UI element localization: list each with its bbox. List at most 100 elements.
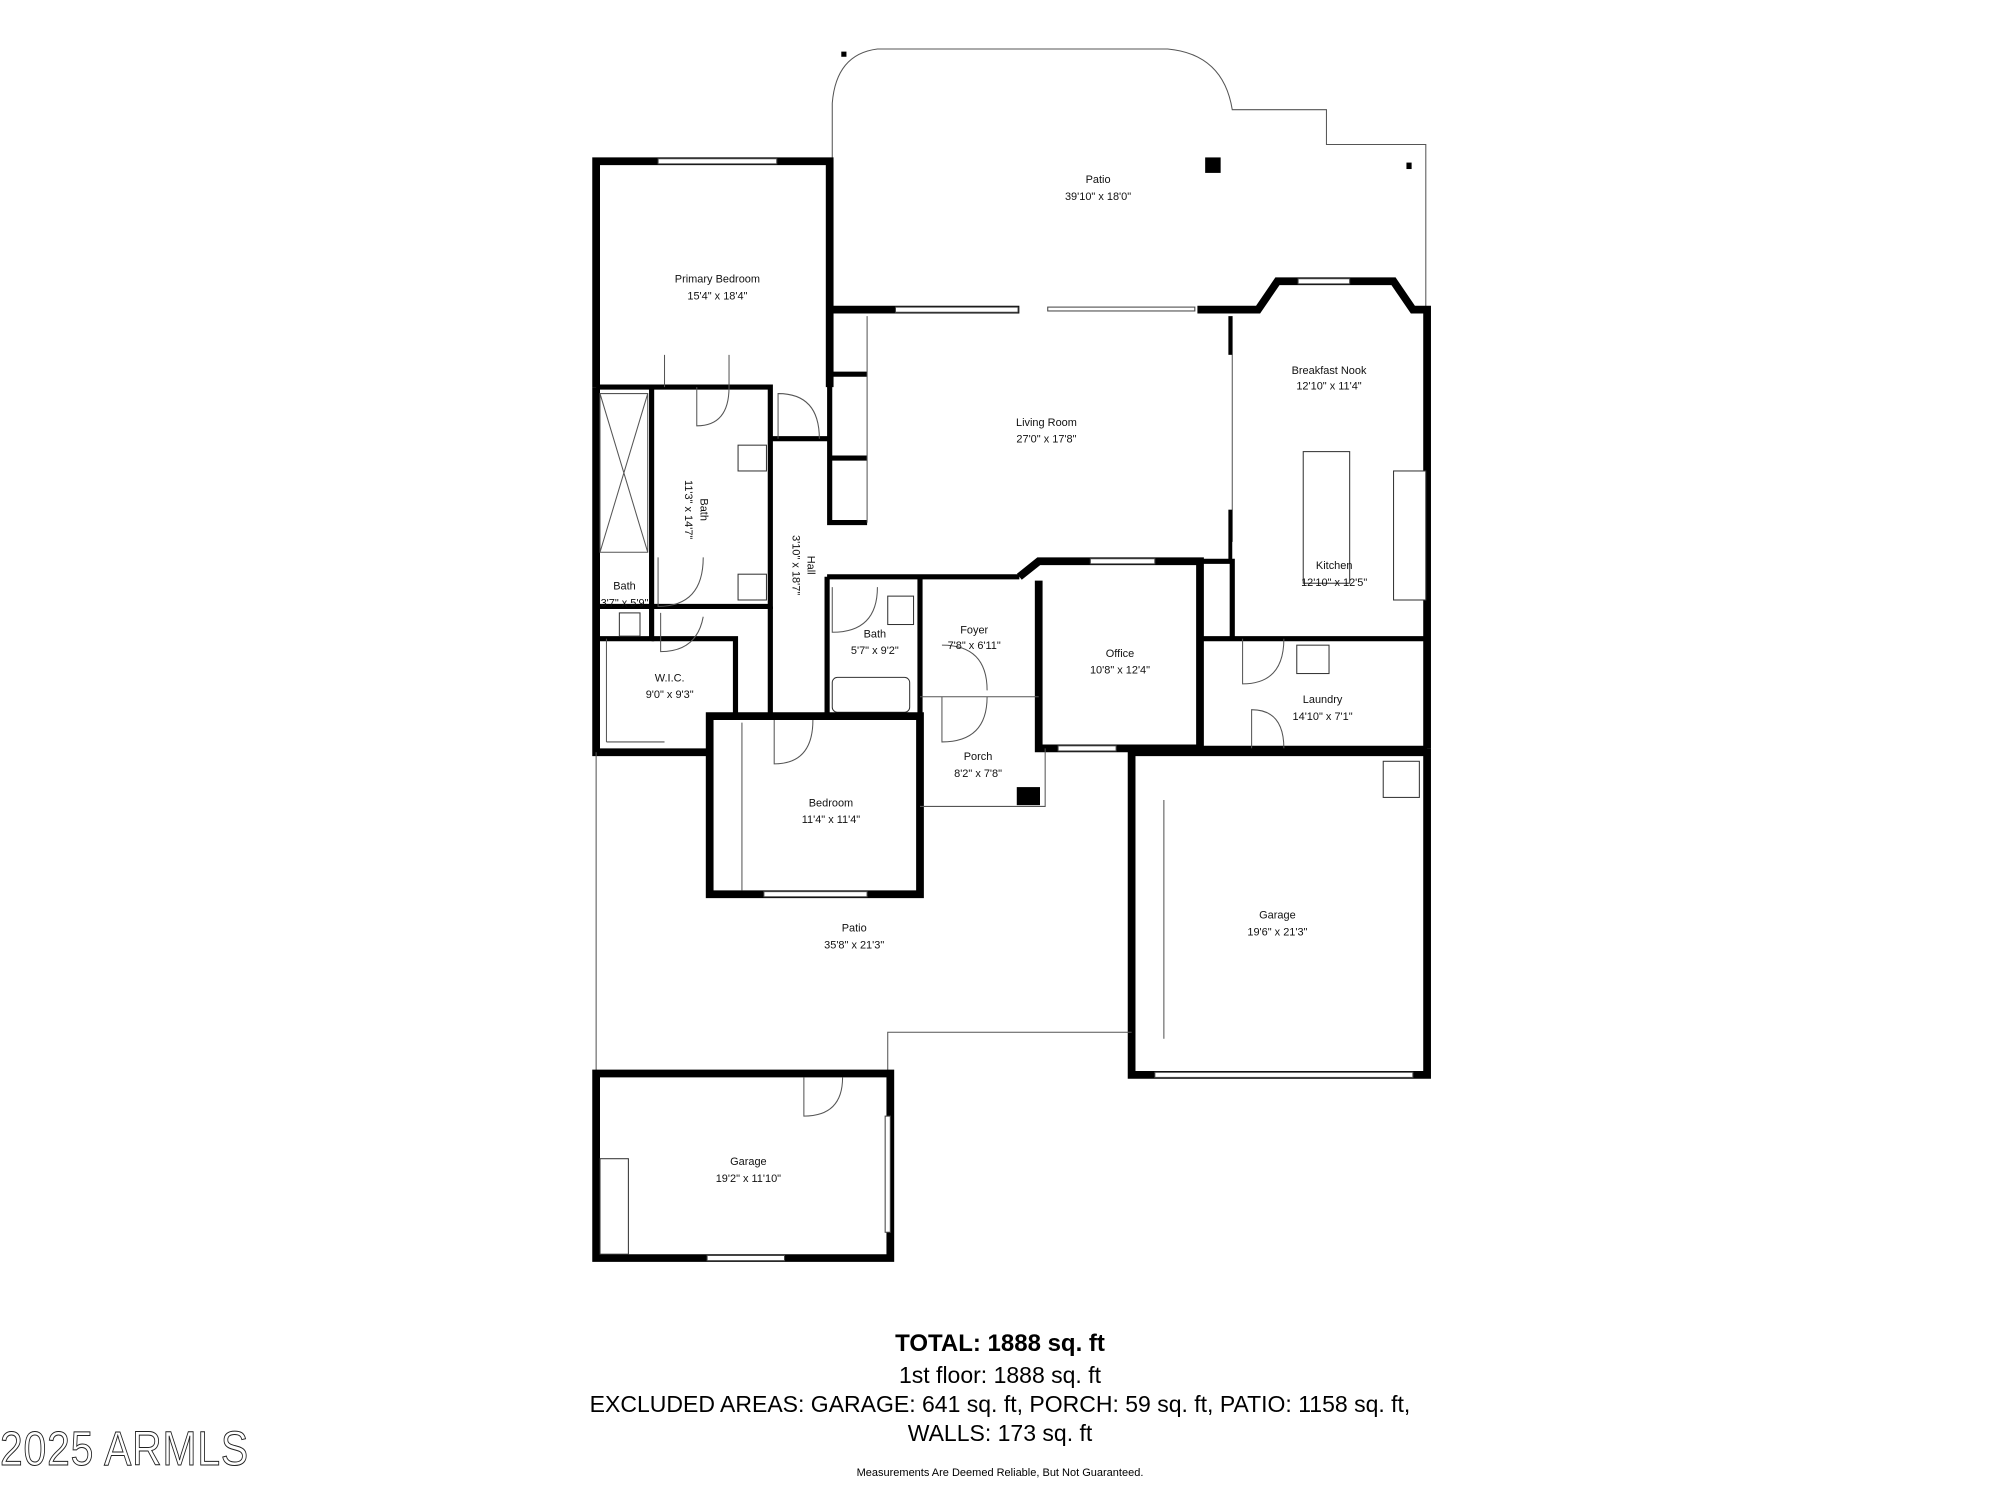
window — [1089, 558, 1156, 565]
label-primary-bedroom: Primary Bedroom 15'4" x 18'4" — [675, 274, 760, 303]
wall-wic — [651, 606, 773, 717]
shower — [599, 393, 649, 553]
wall-segment — [1228, 509, 1233, 562]
room-dims: 11'3" x 14'7" — [682, 480, 694, 539]
label-breakfast-nook: Breakfast Nook 12'10" x 11'4" — [1292, 365, 1367, 392]
sliding-door — [1047, 306, 1196, 312]
wall-bedroom — [705, 712, 924, 899]
room-dims: 3'7" x 5'9" — [601, 597, 649, 609]
label-small-bath: Bath 3'7" x 5'9" — [601, 581, 649, 610]
room-dims: 10'8" x 12'4" — [1090, 665, 1150, 677]
label-kitchen: Kitchen 12'10" x 12'5" — [1301, 560, 1367, 589]
room-dims: 15'4" x 18'4" — [687, 290, 747, 302]
patio-bottom-outline — [595, 752, 1132, 1071]
window — [1297, 278, 1351, 285]
disclaimer: Measurements Are Deemed Reliable, But No… — [856, 1467, 1144, 1479]
watermark: 2025 ARMLS — [0, 1423, 249, 1477]
room-name: Living Room — [1016, 417, 1077, 429]
room-dims: 12'10" x 12'5" — [1301, 577, 1367, 589]
label-office: Office 10'8" x 12'4" — [1090, 648, 1150, 677]
window — [763, 891, 868, 898]
patio-post — [1406, 162, 1412, 170]
label-primary-bath: Bath 11'3" x 14'7" — [682, 480, 709, 539]
room-dims: 35'8" x 21'3" — [824, 939, 884, 951]
window — [1057, 745, 1117, 752]
room-name: Laundry — [1303, 694, 1343, 706]
room-dims: 3'10" x 18'7" — [789, 535, 801, 595]
room-name: Primary Bedroom — [675, 274, 760, 286]
living-left-panels — [827, 309, 868, 526]
walls-area: WALLS: 173 sq. ft — [907, 1420, 1093, 1446]
porch-outline — [920, 696, 1046, 807]
vanity — [737, 573, 767, 601]
room-dims: 19'6" x 21'3" — [1247, 926, 1307, 938]
room-dims: 39'10" x 18'0" — [1065, 191, 1131, 203]
door-swing — [660, 612, 704, 653]
first-floor-area: 1st floor: 1888 sq. ft — [898, 1362, 1101, 1388]
room-name: Garage — [730, 1156, 767, 1168]
label-patio-top: Patio 39'10" x 18'0" — [1065, 174, 1131, 203]
room-name: Hall — [805, 556, 817, 575]
label-patio-bottom: Patio 35'8" x 21'3" — [824, 923, 884, 952]
room-name: Patio — [842, 923, 867, 935]
label-foyer: Foyer 7'8" x 6'11" — [948, 625, 1001, 652]
label-laundry: Laundry 14'10" x 7'1" — [1293, 694, 1353, 723]
room-name: Bath — [613, 581, 636, 593]
label-bath2: Bath 5'7" x 9'2" — [851, 628, 899, 657]
door-swing — [1242, 638, 1285, 749]
room-name: Office — [1106, 648, 1134, 660]
label-bedroom: Bedroom 11'4" x 11'4" — [802, 797, 861, 826]
room-name: W.I.C. — [655, 672, 685, 684]
window — [894, 306, 1019, 313]
window — [884, 1115, 891, 1233]
patio-post — [841, 51, 847, 57]
room-dims: 7'8" x 6'11" — [948, 640, 1001, 652]
room-dims: 11'4" x 11'4" — [802, 814, 861, 826]
patio-top-outline — [831, 48, 1427, 310]
room-name: Kitchen — [1316, 560, 1353, 572]
room-name: Bedroom — [809, 797, 853, 809]
room-name: Bath — [698, 498, 710, 521]
wall-garage-right — [1127, 748, 1431, 1079]
foyer-wall — [1016, 557, 1204, 753]
room-name: Foyer — [960, 625, 988, 637]
label-wic: W.I.C.9'0" x 9'3" — [646, 672, 694, 701]
window — [657, 158, 778, 165]
room-dims: 19'2" x 11'10" — [716, 1173, 781, 1185]
vanity — [737, 444, 767, 472]
room-dims: 5'7" x 9'2" — [851, 645, 899, 657]
shelf — [599, 1158, 629, 1255]
wall-segment — [1228, 316, 1233, 355]
room-name: Bath — [864, 628, 887, 640]
label-living-room: Living Room 27'0" x 17'8" — [1016, 417, 1077, 446]
kitchen-island — [1302, 451, 1351, 584]
door-swing — [773, 719, 814, 765]
room-name: Garage — [1259, 910, 1296, 922]
porch-column — [1016, 787, 1040, 806]
toilet — [618, 612, 641, 637]
room-name: Porch — [964, 751, 993, 763]
room-name: Patio — [1086, 174, 1111, 186]
window — [706, 1254, 786, 1262]
door-swing — [803, 1077, 844, 1117]
door-swing — [831, 587, 878, 633]
water-heater — [1382, 760, 1420, 798]
excluded-areas: EXCLUDED AREAS: GARAGE: 641 sq. ft, PORC… — [589, 1391, 1411, 1417]
label-garage-right: Garage 19'6" x 21'3" — [1247, 910, 1307, 939]
room-dims: 12'10" x 11'4" — [1296, 381, 1361, 393]
tub — [831, 676, 911, 713]
counter — [1393, 470, 1427, 601]
sink — [1296, 644, 1330, 675]
room-name: Breakfast Nook — [1292, 365, 1367, 377]
room-dims: 27'0" x 17'8" — [1016, 434, 1076, 446]
door-swing — [657, 354, 730, 607]
patio-column — [1205, 157, 1221, 173]
label-garage-left: Garage 19'2" x 11'10" — [716, 1156, 781, 1185]
door-swing — [941, 644, 988, 743]
label-hall: Hall 3'10" x 18'7" — [789, 535, 816, 595]
vanity — [887, 595, 915, 626]
wall-garage-left — [592, 1069, 895, 1262]
room-dims: 14'10" x 7'1" — [1293, 711, 1353, 723]
